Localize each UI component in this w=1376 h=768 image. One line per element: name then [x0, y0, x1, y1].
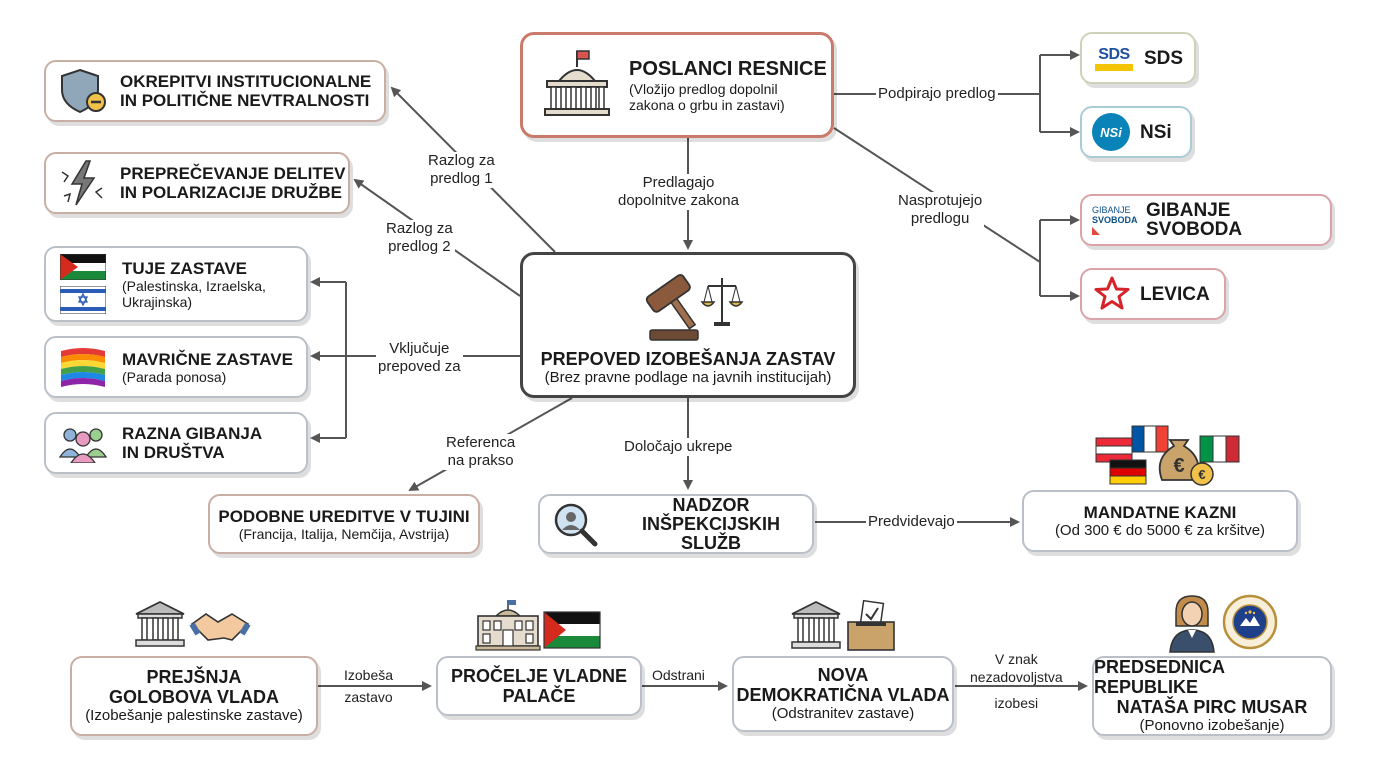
proposers-subtitle-2: zakona o grbu in zastavi): [629, 97, 785, 113]
timeline-1-line1: PREJŠNJA: [146, 667, 242, 687]
timeline-1-line2: GOLOBOVA VLADA: [109, 687, 279, 707]
people-group-icon: [58, 421, 108, 465]
foreign-title: PODOBNE UREDITVE V TUJINI: [218, 506, 470, 526]
svg-text:€: €: [1173, 455, 1184, 477]
timeline-golob-government: PREJŠNJA GOLOBOVA VLADA (Izobešanje pale…: [70, 656, 318, 736]
foreign-practice-node: PODOBNE UREDITVE V TUJINI (Francija, Ita…: [208, 494, 480, 554]
party-name-levica: LEVICA: [1140, 283, 1210, 305]
reason-polarization: PREPREČEVANJE DELITEV IN POLARIZACIJE DR…: [44, 152, 350, 214]
cracked-lightning-icon: [56, 158, 110, 208]
edge-label-foresee: Predvidevajo: [866, 513, 957, 531]
included-1-sub1: (Palestinska, Izraelska,: [122, 277, 266, 294]
fines-subtitle: (Od 300 € do 5000 € za kršitve): [1054, 521, 1266, 539]
magnifier-inspector-icon: [550, 499, 600, 549]
inspection-node: NADZOR INŠPEKCIJSKIH SLUŽB: [538, 494, 814, 554]
edge-label-reason-1: Razlog za predlog 1: [426, 152, 497, 188]
government-ballot-icon: [788, 598, 898, 652]
foreign-subtitle: (Francija, Italija, Nemčija, Avstrija): [238, 525, 450, 542]
timeline-4-line1: PREDSEDNICA REPUBLIKE: [1094, 657, 1225, 697]
timeline-edge-2: Odstrani: [652, 667, 705, 683]
timeline-edge-1: Izobeša zastavo: [344, 667, 394, 705]
timeline-edge-3: V znak nezadovoljstva izobesi: [970, 651, 1063, 711]
reason-neutrality: OKREPITVI INSTITUCIONALNE IN POLITIČNE N…: [44, 60, 386, 122]
gavel-scales-icon: [628, 268, 748, 346]
timeline-2-line2: PALAČE: [502, 686, 576, 706]
proposers-title: POSLANCI RESNICE: [629, 58, 827, 80]
party-nsi: NSi NSi: [1080, 106, 1192, 158]
timeline-4-sub: (Ponovno izobešanje): [1139, 717, 1285, 734]
timeline-1-sub: (Izobešanje palestinske zastave): [85, 707, 303, 724]
party-name-nsi: NSi: [1140, 121, 1172, 143]
nsi-logo-icon: NSi: [1092, 113, 1130, 151]
party-gibanje-svoboda: GIBANJE SVOBODA GIBANJE SVOBODA: [1080, 194, 1332, 246]
fines-title: MANDATNE KAZNI: [1083, 502, 1237, 522]
president-emblem-icon: [1166, 592, 1278, 654]
included-rainbow-flags: MAVRIČNE ZASTAVE (Parada ponosa): [44, 336, 308, 398]
proposers-subtitle-1: (Vložijo predlog dopolnil: [629, 81, 778, 97]
included-2-sub1: (Parada ponosa): [122, 368, 227, 385]
edge-label-oppose: Nasprotujejo predlogu: [896, 192, 985, 228]
timeline-2-line1: PROČELJE VLADNE: [450, 666, 628, 686]
timeline-3-line1: NOVA: [817, 665, 869, 685]
edge-label-propose: Predlagajo dopolnitve zakona: [616, 174, 741, 210]
ban-subtitle: (Brez pravne podlage na javnih instituci…: [544, 369, 832, 386]
included-foreign-flags: TUJE ZASTAVE (Palestinska, Izraelska, Uk…: [44, 246, 308, 322]
reason-2-line1: PREPREČEVANJE DELITEV: [120, 164, 346, 183]
party-sds: SDS SDS: [1080, 32, 1196, 84]
sds-logo-icon: SDS: [1094, 42, 1134, 74]
timeline-new-government: NOVA DEMOKRATIČNA VLADA (Odstranitev zas…: [732, 656, 954, 732]
reason-1-line2: IN POLITIČNE NEVTRALNOSTI: [120, 91, 370, 110]
proposers-node: POSLANCI RESNICE (Vložijo predlog dopoln…: [520, 32, 834, 138]
inspection-line1: NADZOR: [672, 494, 750, 515]
flag-ban-node: PREPOVED IZOBEŠANJA ZASTAV (Brez pravne …: [520, 252, 856, 398]
timeline-4-line2: NATAŠA PIRC MUSAR: [1116, 697, 1308, 717]
parliament-icon: [537, 45, 617, 125]
israeli-flag-icon: [60, 286, 106, 314]
timeline-palace-facade: PROČELJE VLADNE PALAČE: [436, 656, 642, 716]
flags-icon: [58, 252, 108, 316]
palace-flag-icon: [474, 598, 604, 652]
included-1-title: TUJE ZASTAVE: [122, 258, 247, 278]
government-handshake-icon: [132, 598, 254, 650]
included-movements: RAZNA GIBANJA IN DRUŠTVA: [44, 412, 308, 474]
gibanje-svoboda-logo-icon: GIBANJE SVOBODA: [1092, 203, 1138, 237]
edge-label-support: Podpirajo predlog: [876, 85, 998, 103]
party-name-gibanje-svoboda: GIBANJE SVOBODA: [1146, 200, 1243, 240]
fines-flags-moneybag-icon: € €: [1092, 422, 1242, 488]
reason-1-line1: OKREPITVI INSTITUCIONALNE: [120, 72, 372, 91]
rainbow-flag-icon: [58, 345, 108, 389]
edge-label-reason-2: Razlog za predlog 2: [384, 220, 455, 256]
edge-label-measures: Določajo ukrepe: [622, 438, 735, 456]
palestinian-flag-icon: [60, 254, 106, 280]
fines-node: MANDATNE KAZNI (Od 300 € do 5000 € za kr…: [1022, 490, 1298, 552]
reason-2-line2: IN POLARIZACIJE DRUŽBE: [120, 183, 342, 202]
shield-icon: [56, 66, 110, 116]
svg-text:€: €: [1198, 467, 1205, 482]
included-2-title: MAVRIČNE ZASTAVE: [122, 349, 293, 369]
party-name-sds: SDS: [1144, 47, 1184, 69]
timeline-3-sub: (Odstranitev zastave): [771, 705, 915, 722]
party-levica: LEVICA: [1080, 268, 1226, 320]
inspection-line2: INŠPEKCIJSKIH SLUŽB: [641, 513, 781, 553]
edge-label-reference: Referenca na prakso: [444, 434, 518, 470]
included-1-sub2: Ukrajinska): [122, 293, 193, 310]
ban-title: PREPOVED IZOBEŠANJA ZASTAV: [540, 349, 836, 369]
included-3-title2: IN DRUŠTVA: [122, 443, 225, 462]
included-3-title: RAZNA GIBANJA: [122, 424, 263, 443]
edge-label-includes: Vključuje prepoved za: [376, 340, 463, 376]
red-star-icon: [1092, 274, 1132, 314]
timeline-3-line2: DEMOKRATIČNA VLADA: [736, 685, 950, 705]
timeline-president: PREDSEDNICA REPUBLIKE NATAŠA PIRC MUSAR …: [1092, 656, 1332, 736]
